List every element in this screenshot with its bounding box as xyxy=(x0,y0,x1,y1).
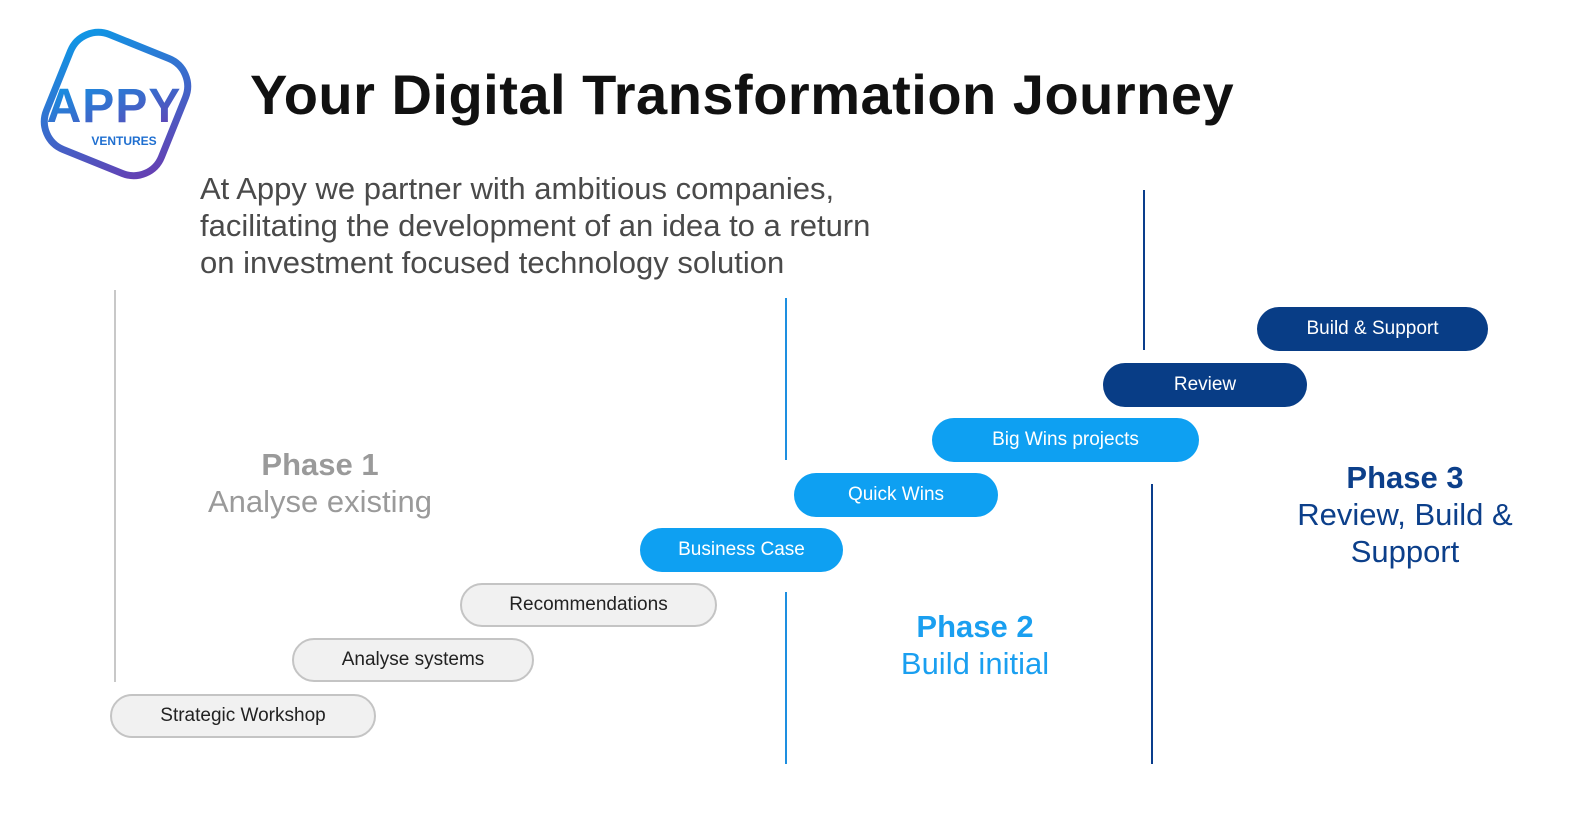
phase1-title: Phase 1 xyxy=(261,447,379,482)
intro-text: At Appy we partner with ambitious compan… xyxy=(200,170,1020,281)
phase2-divider-line-upper xyxy=(785,298,787,460)
step-big-wins-projects[interactable]: Big Wins projects xyxy=(932,418,1199,462)
phase3-label: Phase 3 Review, Build & Support xyxy=(1270,459,1540,570)
phase1-divider-line xyxy=(114,290,116,682)
logo-wordmark: APPY xyxy=(47,80,182,133)
phase3-subtitle-line1: Review, Build & xyxy=(1297,497,1513,532)
appy-logo-mark: APPY VENTURES xyxy=(40,28,192,180)
phase1-label: Phase 1 Analyse existing xyxy=(170,446,470,520)
step-business-case[interactable]: Business Case xyxy=(640,528,843,572)
logo-subtext: VENTURES xyxy=(91,134,156,148)
phase2-label: Phase 2 Build initial xyxy=(850,608,1100,682)
phase3-divider-line-lower xyxy=(1151,484,1153,764)
phase2-divider-line-lower xyxy=(785,592,787,764)
phase3-title: Phase 3 xyxy=(1346,460,1464,495)
phase2-title: Phase 2 xyxy=(916,609,1034,644)
page-title: Your Digital Transformation Journey xyxy=(250,63,1235,126)
phase3-subtitle-line2: Support xyxy=(1350,534,1460,569)
step-strategic-workshop[interactable]: Strategic Workshop xyxy=(110,694,376,738)
step-analyse-systems[interactable]: Analyse systems xyxy=(292,638,534,682)
step-review[interactable]: Review xyxy=(1103,363,1307,407)
intro-line: At Appy we partner with ambitious compan… xyxy=(200,171,835,206)
phase1-subtitle: Analyse existing xyxy=(207,484,432,519)
intro-line: on investment focused technology solutio… xyxy=(200,245,785,280)
phase3-divider-line-upper xyxy=(1143,190,1145,350)
step-build-and-support[interactable]: Build & Support xyxy=(1257,307,1488,351)
phase2-subtitle: Build initial xyxy=(900,646,1050,681)
step-recommendations[interactable]: Recommendations xyxy=(460,583,717,627)
appy-ventures-logo: APPY VENTURES xyxy=(28,18,204,190)
step-quick-wins[interactable]: Quick Wins xyxy=(794,473,998,517)
intro-line: facilitating the development of an idea … xyxy=(200,208,871,243)
